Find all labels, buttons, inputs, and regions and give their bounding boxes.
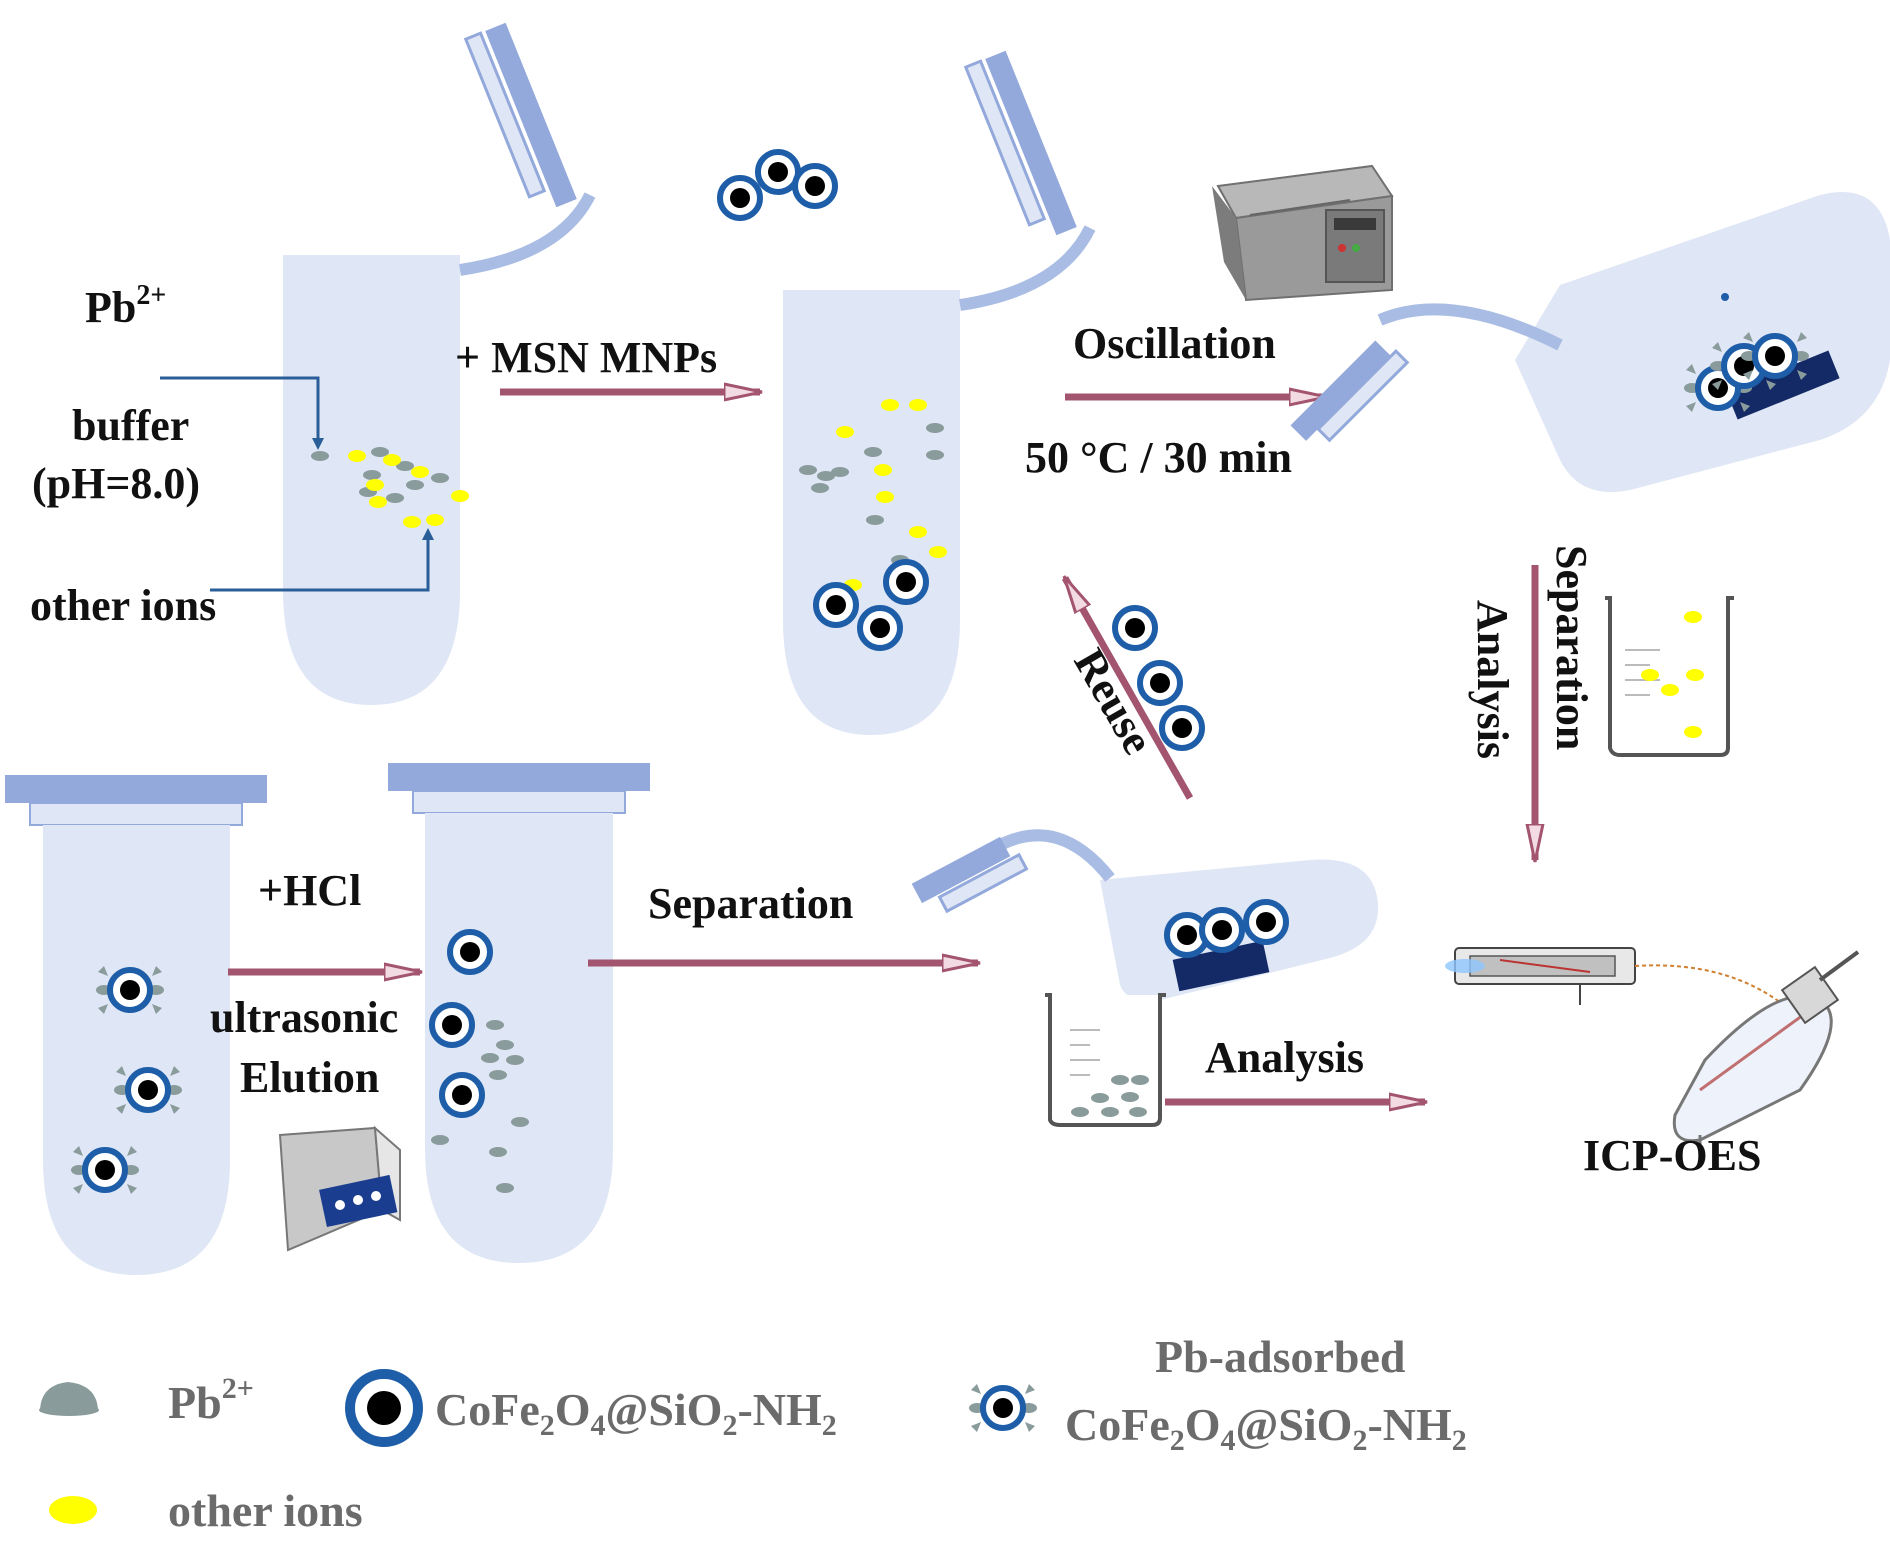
elution-label: Elution bbox=[240, 1053, 379, 1102]
analysis-vertical-label: Analysis bbox=[1468, 600, 1517, 759]
ph-label: (pH=8.0) bbox=[32, 459, 200, 508]
legend: Pb2+ CoFe2O4@SiO2-NH2 Pb-adsorbed CoFe2O… bbox=[39, 1331, 1467, 1536]
separation-label: Separation bbox=[648, 879, 853, 928]
other-ions-label: other ions bbox=[30, 581, 216, 630]
pb-label: Pb2+ bbox=[85, 280, 166, 332]
buffer-pointer bbox=[160, 376, 320, 444]
tube-cap-open bbox=[463, 22, 577, 208]
tube-pb-adsorbed bbox=[5, 775, 267, 1275]
tube-eluted bbox=[388, 763, 650, 1263]
icp-oes-label: ICP-OES bbox=[1583, 1131, 1761, 1180]
tube-with-mnps bbox=[783, 50, 1096, 735]
buffer-label: buffer bbox=[72, 401, 189, 450]
shaker-incubator-icon bbox=[1212, 164, 1394, 302]
add-hcl-label: +HCl bbox=[258, 866, 361, 915]
oscillation-label: Oscillation bbox=[1073, 319, 1276, 368]
svg-text:Pb-adsorbed: Pb-adsorbed bbox=[1155, 1331, 1406, 1382]
tube-magnet-separation-bottom bbox=[911, 829, 1379, 1001]
legend-pb: Pb2+ bbox=[39, 1372, 254, 1428]
arrow-reuse bbox=[1061, 578, 1194, 800]
floating-nanoparticles bbox=[720, 152, 835, 218]
separation-vertical-label: Separation bbox=[1547, 545, 1596, 750]
legend-pb-adsorbed: Pb-adsorbed CoFe2O4@SiO2-NH2 bbox=[969, 1331, 1467, 1457]
legend-other-ions: other ions bbox=[49, 1485, 363, 1536]
ultrasonic-bath-icon bbox=[278, 1125, 401, 1252]
svg-text:CoFe2O4@SiO2-NH2: CoFe2O4@SiO2-NH2 bbox=[435, 1384, 837, 1442]
other-ions-pointer bbox=[210, 534, 430, 592]
svg-text:other ions: other ions bbox=[168, 1485, 363, 1536]
conditions-label: 50 °C / 30 min bbox=[1025, 433, 1292, 482]
ultrasonic-label: ultrasonic bbox=[210, 993, 398, 1042]
tube-magnet-separation-top bbox=[1290, 192, 1890, 492]
tube-sample bbox=[283, 22, 596, 705]
add-mnps-label: + MSN MNPs bbox=[455, 333, 717, 382]
legend-nanoparticle: CoFe2O4@SiO2-NH2 bbox=[345, 1369, 837, 1447]
analysis-label: Analysis bbox=[1205, 1033, 1364, 1082]
beaker-supernatant bbox=[1605, 596, 1734, 757]
svg-text:Pb2+: Pb2+ bbox=[168, 1372, 254, 1428]
icp-oes-instrument-icon bbox=[1445, 947, 1860, 1160]
svg-text:CoFe2O4@SiO2-NH2: CoFe2O4@SiO2-NH2 bbox=[1065, 1399, 1467, 1457]
beaker-eluate bbox=[1045, 993, 1166, 1127]
